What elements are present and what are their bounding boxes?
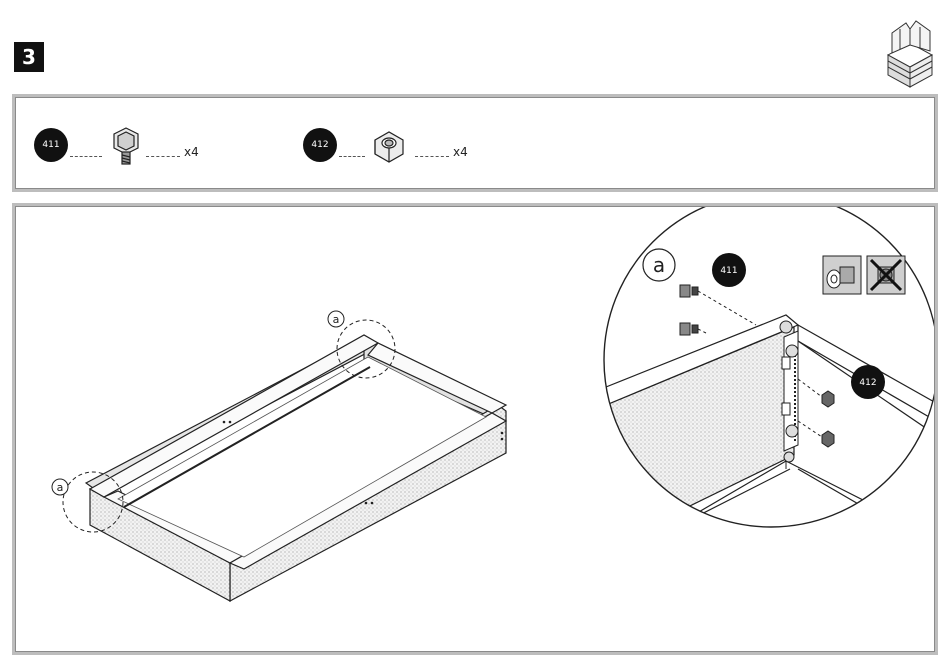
leader-line: [339, 156, 365, 157]
step-number-badge: 3: [14, 42, 44, 72]
leader-line: [70, 156, 102, 157]
part-411: 411 x4: [34, 126, 234, 166]
svg-text:411: 411: [720, 266, 737, 276]
drawer-frame: [86, 335, 506, 601]
part-412: 412 x4: [303, 126, 503, 166]
correct-orientation-icon: [823, 256, 861, 294]
step-number: 3: [22, 45, 36, 69]
leader-line: [415, 156, 449, 157]
svg-text:412: 412: [859, 378, 876, 388]
zoom-callout-a-label: a: [653, 253, 665, 277]
part-badge-412: 412: [303, 128, 337, 162]
part-badge-411: 411: [34, 128, 68, 162]
part-quantity-411: x4: [184, 145, 199, 159]
assembly-panel: a a: [12, 203, 938, 655]
part-quantity-412: x4: [453, 145, 468, 159]
parts-panel: 411 x4 412 x4: [12, 94, 938, 192]
hex-nut-icon: [367, 124, 411, 168]
product-thumbnail-icon: [880, 15, 940, 90]
incorrect-orientation-icon: [867, 256, 905, 294]
callout-a-left-label: a: [57, 481, 64, 494]
leader-line: [146, 156, 180, 157]
callout-a-top-label: a: [333, 313, 340, 326]
assembly-illustration: a a: [16, 207, 934, 651]
bolt-icon: [106, 124, 146, 168]
